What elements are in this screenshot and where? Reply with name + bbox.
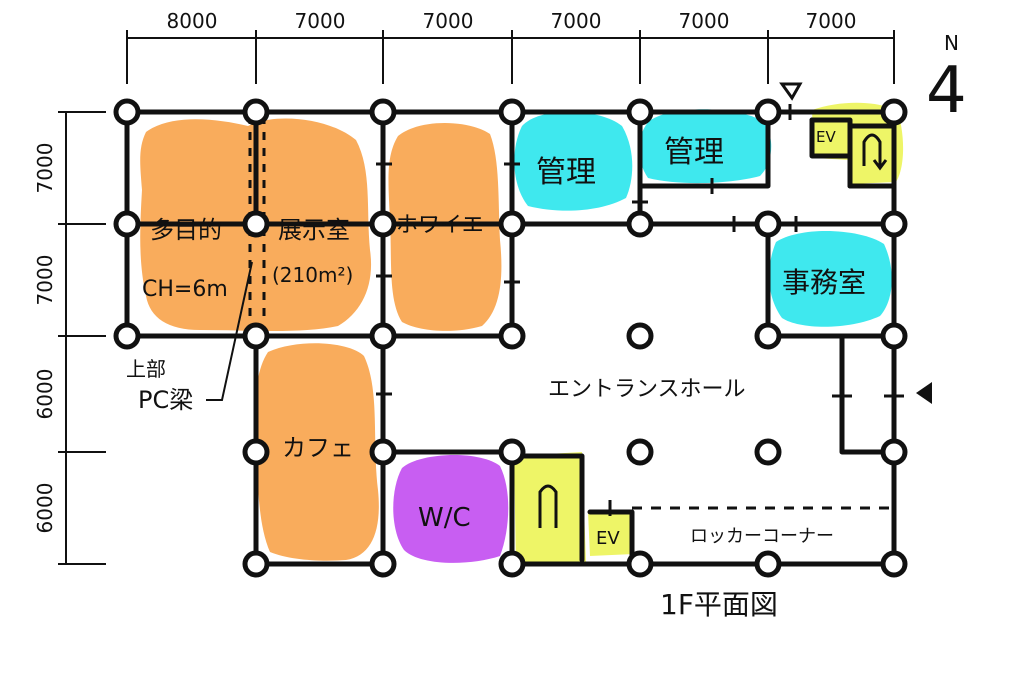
label-ev-south: EV (596, 528, 620, 549)
column (242, 550, 270, 578)
label-admin1: 管理 (536, 155, 596, 190)
fill-foyer (388, 123, 502, 331)
fill-stair-south (514, 452, 586, 564)
label-locker: ロッカーコーナー (690, 526, 834, 547)
column (754, 98, 782, 126)
north-numeral: 4 (926, 54, 967, 128)
label-foyer: ホワイエ (396, 213, 484, 238)
column (498, 210, 526, 238)
dim-top-1: 8000 (167, 9, 218, 33)
stair-arrow-south-icon (538, 484, 558, 528)
column (369, 210, 397, 238)
dim-top-5: 7000 (679, 9, 730, 33)
label-multipurpose: 多目的 (150, 216, 222, 244)
column (880, 210, 908, 238)
column (754, 550, 782, 578)
fill-admin1 (514, 111, 633, 211)
column (880, 438, 908, 466)
column (498, 550, 526, 578)
column (754, 438, 782, 466)
fill-office (769, 230, 892, 327)
column (242, 98, 270, 126)
column (498, 98, 526, 126)
column (369, 98, 397, 126)
column (369, 438, 397, 466)
column (626, 210, 654, 238)
column (626, 438, 654, 466)
column (113, 210, 141, 238)
column (498, 438, 526, 466)
label-upper: 上部 (126, 357, 166, 381)
top-dimension-line (126, 30, 895, 84)
column (626, 550, 654, 578)
dim-top-2: 7000 (295, 9, 346, 33)
columns (113, 98, 908, 578)
room-labels: 多目的 CH=6m 展示室 (210m²) ホワイエ 管理 管理 事務室 カフェ… (126, 128, 866, 621)
column (242, 210, 270, 238)
label-cafe: カフェ (282, 434, 354, 462)
door-ticks (376, 104, 904, 516)
fill-admin2 (639, 109, 772, 184)
label-entrance-hall: エントランスホール (548, 377, 746, 402)
fill-cafe (255, 343, 379, 561)
left-dimension-labels: 7000 7000 6000 6000 (33, 143, 57, 534)
column (880, 98, 908, 126)
label-exhibition: 展示室 (278, 216, 350, 244)
entrance-marker-north-icon (779, 82, 803, 101)
label-ceiling-height: CH=6m (142, 277, 228, 302)
entrance-marker-east-icon (916, 382, 932, 404)
fill-wc (393, 454, 509, 563)
label-office: 事務室 (782, 266, 866, 299)
column (626, 98, 654, 126)
column (242, 438, 270, 466)
column (242, 322, 270, 350)
dim-left-4: 6000 (33, 483, 57, 534)
north-mark: N 4 (926, 31, 967, 128)
dim-top-3: 7000 (423, 9, 474, 33)
column (369, 322, 397, 350)
stair-arrow-ne-icon (862, 133, 882, 166)
column (113, 98, 141, 126)
column (626, 322, 654, 350)
column (369, 550, 397, 578)
dim-left-1: 7000 (33, 143, 57, 194)
pc-beam-leader-line (206, 261, 253, 401)
dim-top-4: 7000 (551, 9, 602, 33)
dim-left-2: 7000 (33, 255, 57, 306)
label-pc-beam: PC梁 (138, 386, 193, 414)
dim-top-6: 7000 (806, 9, 857, 33)
top-dimension-labels: 8000 7000 7000 7000 7000 7000 (167, 9, 857, 33)
label-wc: W/C (418, 503, 471, 533)
north-letter: N (944, 31, 959, 55)
label-exhibition-area: (210m²) (272, 263, 353, 287)
left-dimension-line (58, 111, 106, 565)
column (113, 322, 141, 350)
column (880, 550, 908, 578)
column (880, 322, 908, 350)
column (754, 210, 782, 238)
dim-left-3: 6000 (33, 369, 57, 420)
fill-ev-south (588, 510, 634, 556)
column (498, 322, 526, 350)
label-ev-ne: EV (816, 128, 836, 146)
stair-arrowhead-ne-icon (872, 159, 888, 171)
label-admin2: 管理 (664, 135, 724, 170)
column (754, 322, 782, 350)
room-fills (140, 102, 904, 564)
page-title: 1F平面図 (660, 588, 778, 621)
